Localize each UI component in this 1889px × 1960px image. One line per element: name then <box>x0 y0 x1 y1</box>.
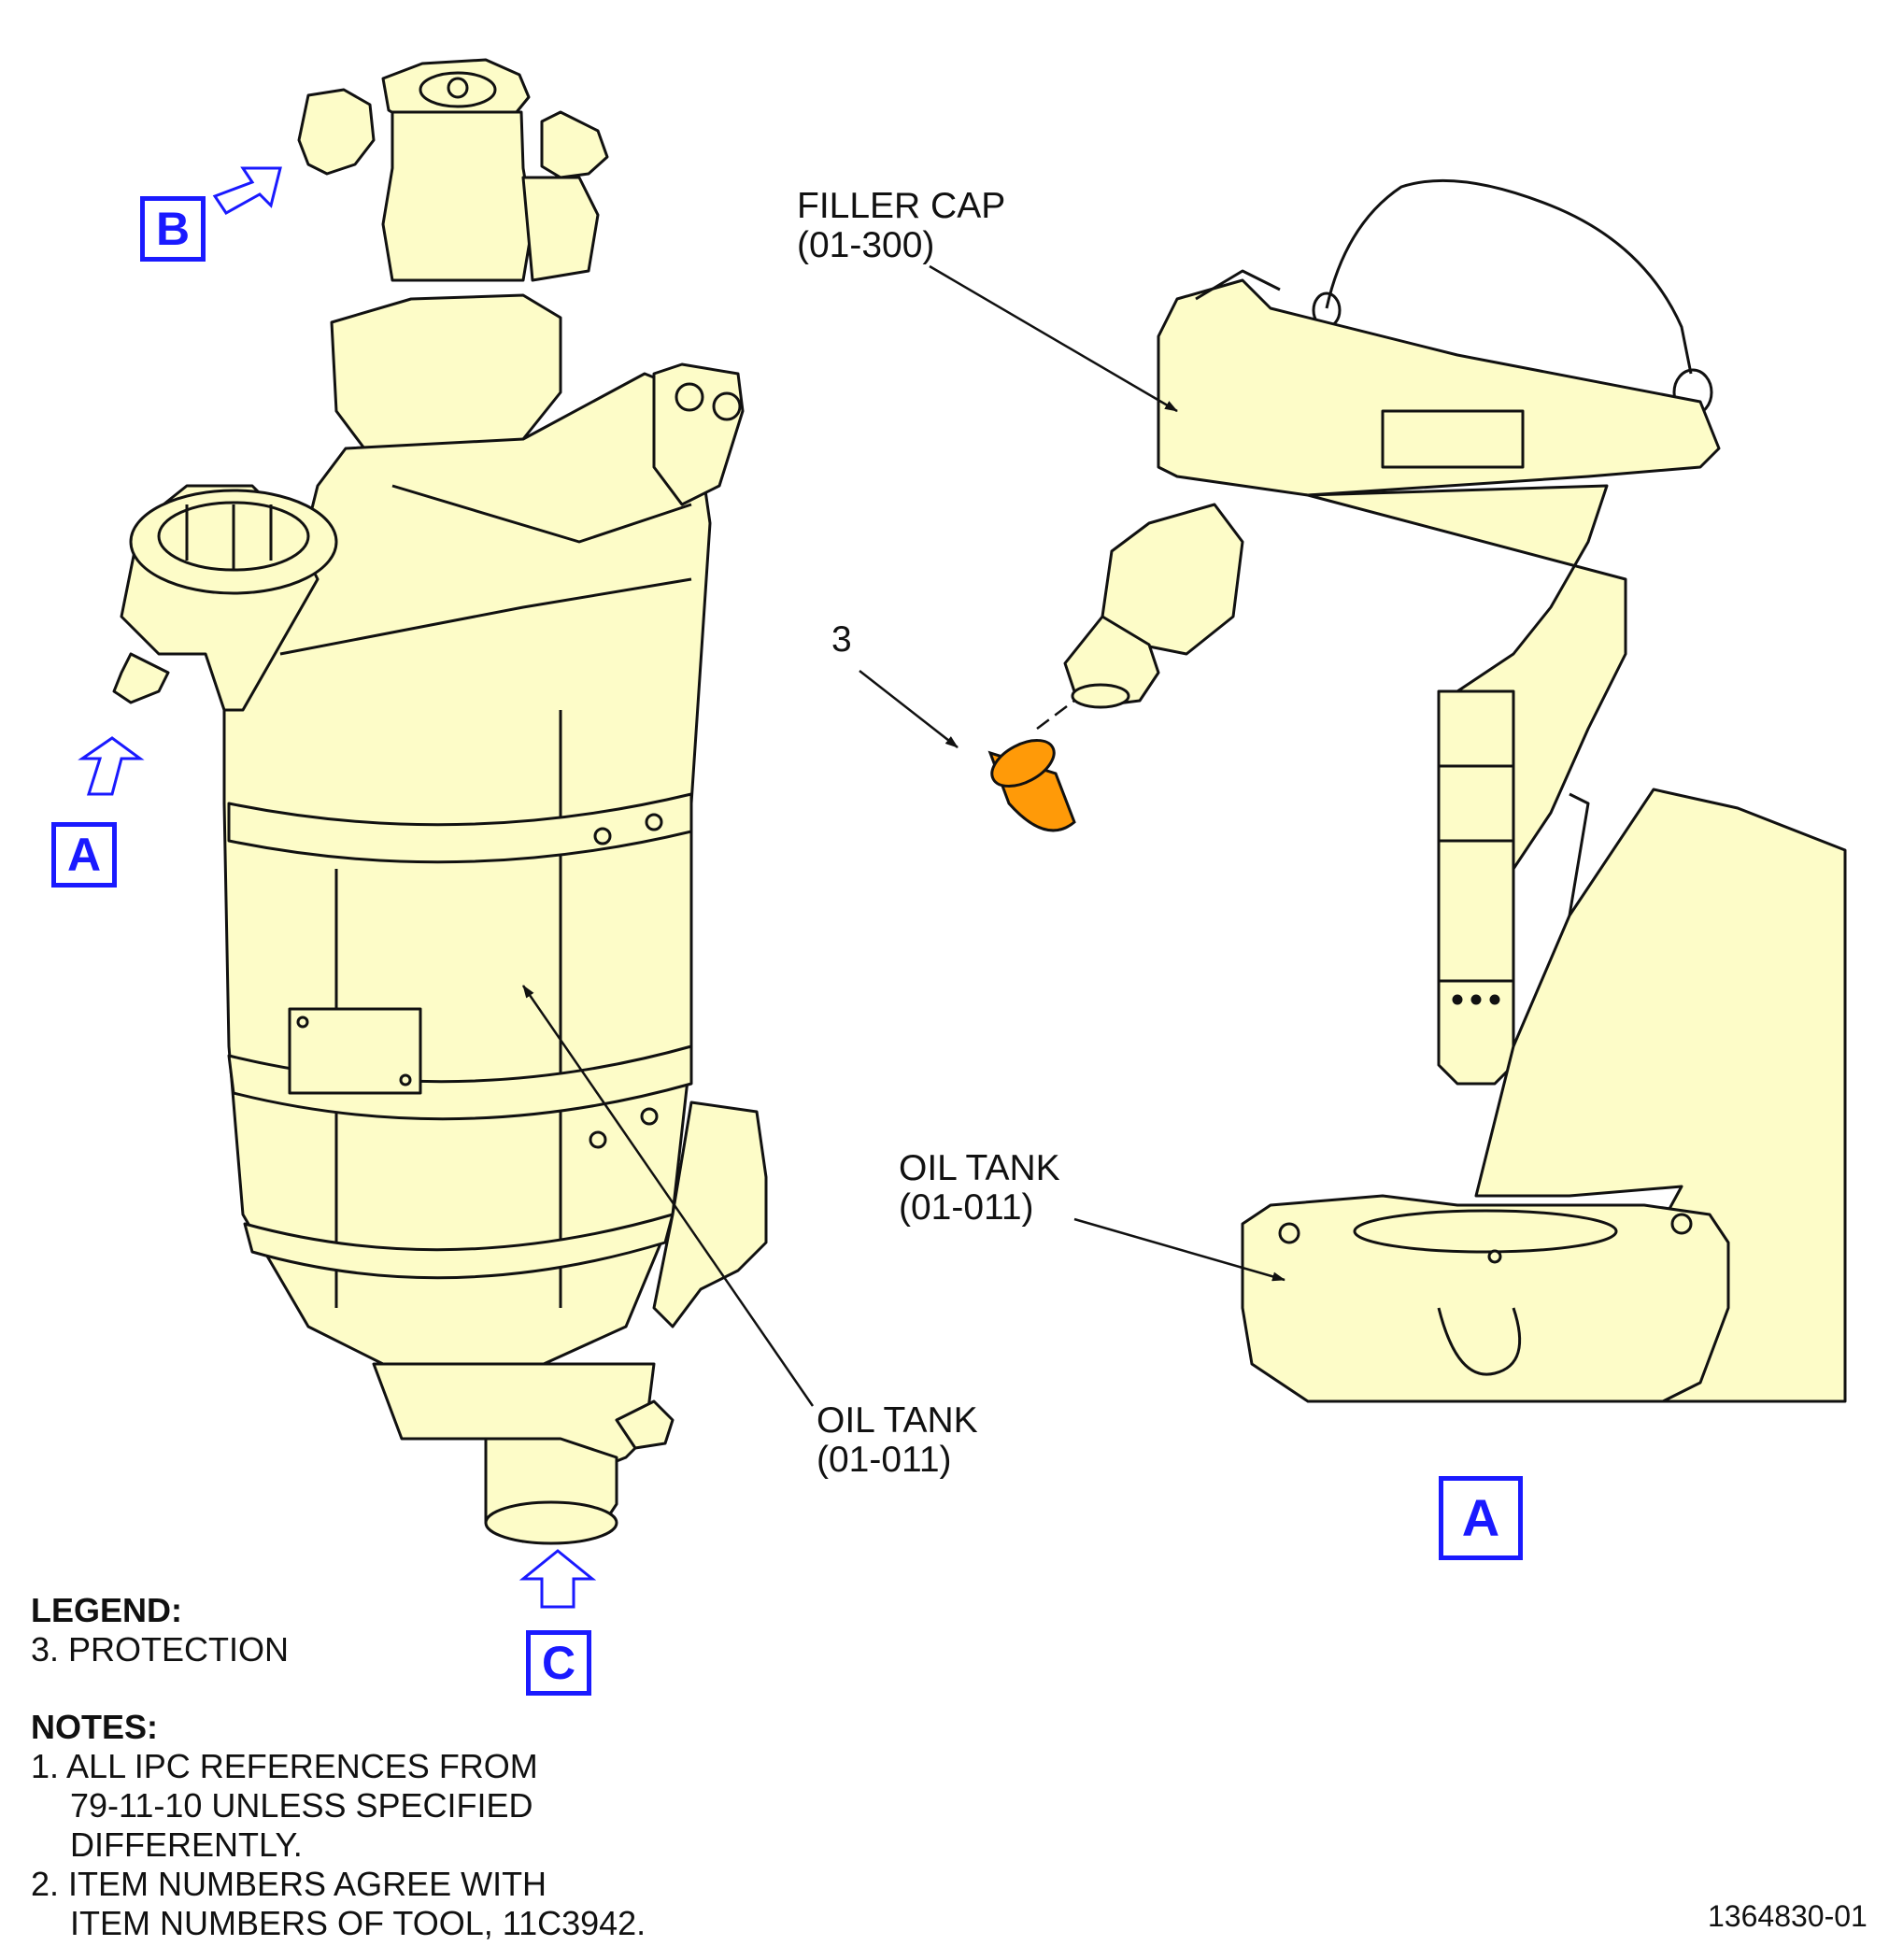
notes-title: NOTES: <box>31 1708 159 1746</box>
item-3-callout: 3 <box>831 619 852 660</box>
legend: LEGEND: 3. PROTECTION <box>31 1591 289 1669</box>
note-line: ITEM NUMBERS OF TOOL, 11C3942. <box>70 1904 646 1942</box>
centerline-item-3 <box>1036 700 1075 730</box>
note-line: 2. ITEM NUMBERS AGREE WITH <box>31 1865 547 1903</box>
filler-cap-detail <box>1063 178 1721 1086</box>
view-b-label: B <box>140 196 206 262</box>
view-a-arrow <box>78 736 145 796</box>
leader-item-3 <box>859 670 959 748</box>
leader-filler-cap <box>929 264 1178 413</box>
legend-item: 3. PROTECTION <box>31 1630 290 1669</box>
filler-cap-callout: FILLER CAP (01-300) <box>797 187 1005 265</box>
leader-oil-tank-right <box>1073 1217 1285 1282</box>
oil-tank-detail <box>1241 788 1847 1403</box>
oil-tank-left-callout: OIL TANK (01-011) <box>817 1401 978 1480</box>
filler-cap-name: FILLER CAP <box>797 186 1006 226</box>
oil-tank-left-name: OIL TANK <box>817 1400 978 1441</box>
filler-cap-ref: (01-300) <box>797 225 935 265</box>
figure-number: 1364830-01 <box>1708 1899 1868 1933</box>
protection-cap <box>987 739 1076 832</box>
oil-tank-right-ref: (01-011) <box>899 1187 1034 1228</box>
view-a-label: A <box>51 822 117 888</box>
view-a-detail-label: A <box>1439 1476 1523 1560</box>
note-line: DIFFERENTLY. <box>70 1825 303 1864</box>
notes: NOTES: 1. ALL IPC REFERENCES FROM 79-11-… <box>31 1708 646 1943</box>
oil-tank-left-ref: (01-011) <box>817 1440 952 1480</box>
leader-oil-tank-left <box>521 985 815 1407</box>
oil-tank-assembly <box>112 58 768 1545</box>
view-c-arrow <box>518 1549 597 1609</box>
oil-tank-right-callout: OIL TANK (01-011) <box>899 1149 1060 1228</box>
view-b-arrow <box>212 166 282 215</box>
legend-title: LEGEND: <box>31 1591 182 1629</box>
oil-tank-right-name: OIL TANK <box>899 1148 1060 1188</box>
view-c-label: C <box>526 1630 591 1696</box>
note-line: 1. ALL IPC REFERENCES FROM <box>31 1747 538 1785</box>
note-line: 79-11-10 UNLESS SPECIFIED <box>70 1786 533 1825</box>
